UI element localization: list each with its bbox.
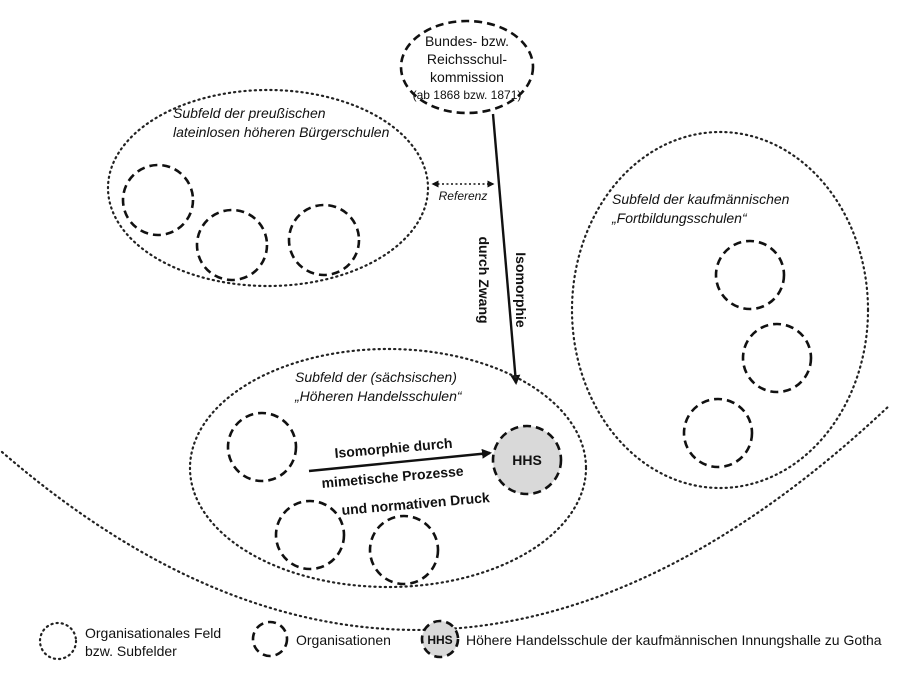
- authority-label-line3: kommission: [430, 69, 504, 85]
- coercion-label-line1: Isomorphie: [513, 252, 529, 328]
- organisation-circle: [714, 239, 786, 311]
- legend-hhs-badge: HHS: [427, 633, 452, 647]
- authority-label-line2: Reichsschul-: [427, 51, 507, 67]
- mimetic-label-line1: Isomorphie durch: [334, 435, 453, 461]
- subfield-prussian-ellipse: [106, 88, 430, 288]
- hhs-label: HHS: [512, 452, 542, 468]
- coercion-label-group-2: durch Zwang: [476, 236, 492, 323]
- subfield-prussian-label-line2: lateinlosen höheren Bürgerschulen: [173, 124, 390, 140]
- legend-organisation-symbol: [251, 620, 289, 658]
- legend-hhs-description: Höhere Handelsschule der kaufmännischen …: [466, 632, 882, 648]
- authority-label-line4: (ab 1868 bzw. 1871): [413, 88, 522, 102]
- coercion-label-group: Isomorphie: [513, 252, 529, 328]
- organisation-circle: [682, 397, 754, 469]
- legend-field-label-line2: bzw. Subfelder: [85, 643, 177, 659]
- organisation-circle: [368, 514, 440, 586]
- authority-ellipse: [399, 19, 535, 115]
- coercion-arrow: [491, 113, 521, 385]
- organisation-circle: [274, 499, 346, 571]
- legend-field-label-line1: Organisationales Feld: [85, 625, 221, 641]
- subfield-saxon-ellipse: [188, 347, 588, 589]
- subfield-saxon-label-line2: „Höheren Handelsschulen“: [294, 388, 463, 404]
- organisation-circle: [741, 322, 813, 394]
- subfield-saxon-label-line1: Subfeld der (sächsischen): [295, 369, 457, 385]
- mimetic-arrow: [308, 448, 492, 473]
- organisation-circle: [195, 208, 269, 282]
- subfield-commercial-label-line1: Subfeld der kaufmännischen: [612, 191, 790, 207]
- legend-organisation-label: Organisationen: [296, 632, 391, 648]
- authority-label-line1: Bundes- bzw.: [425, 33, 509, 49]
- legend-hhs-symbol: [420, 619, 460, 659]
- organisational-field-arc: [0, 403, 892, 632]
- coercion-label-line2: durch Zwang: [476, 236, 492, 323]
- referenz-label: Referenz: [439, 189, 488, 203]
- legend-field-symbol: [38, 621, 78, 661]
- subfield-prussian-label-line1: Subfeld der preußischen: [173, 105, 326, 121]
- organisation-circle: [226, 411, 298, 483]
- subfield-commercial-label-line2: „Fortbildungsschulen“: [611, 210, 748, 226]
- organisation-circle: [287, 203, 361, 277]
- subfield-commercial-ellipse: [570, 130, 870, 490]
- organisation-circle: [121, 163, 195, 237]
- mimetic-label-line3: und normativen Druck: [341, 489, 491, 518]
- hhs-circle: [491, 424, 563, 496]
